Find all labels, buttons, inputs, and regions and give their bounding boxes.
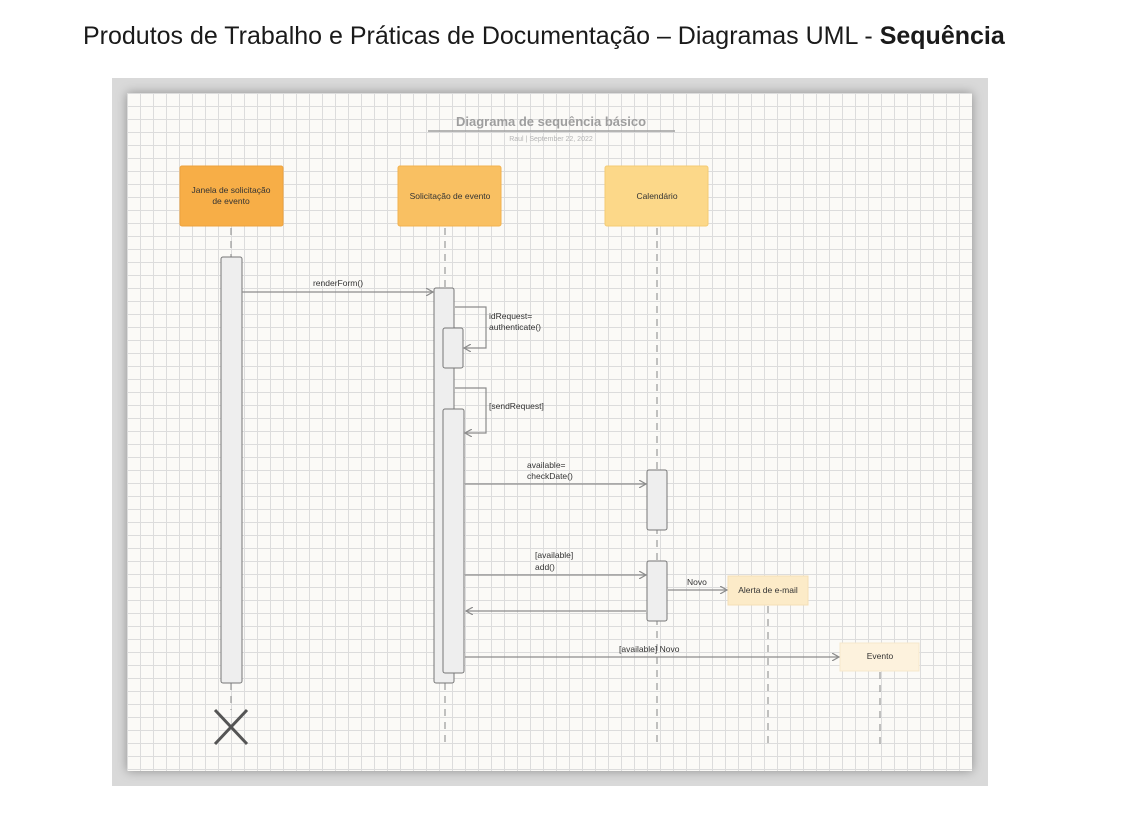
message-novo-label: Novo — [687, 577, 707, 587]
participant-alerta-label: Alerta de e-mail — [738, 585, 798, 595]
participant-evento-box — [839, 642, 920, 672]
participant-janela-box — [179, 165, 284, 227]
activation-calendario-check — [646, 469, 668, 531]
participant-janela-label-1: Janela de solicitação — [192, 185, 271, 195]
participant-janela-label-2: de evento — [212, 196, 250, 206]
message-renderform-label: renderForm() — [313, 278, 363, 288]
participant-evento-label: Evento — [867, 651, 894, 661]
activation-calendario-add — [646, 560, 668, 622]
message-add-label-2: add() — [535, 562, 555, 572]
message-checkdate-label-1: available= — [527, 460, 566, 470]
message-auth-selfcall — [455, 306, 487, 348]
message-evento-label: [available] Novo — [619, 644, 680, 654]
participant-calendario-box — [604, 165, 709, 227]
activation-solicitacao-send — [442, 408, 465, 674]
destroy-x-icon — [213, 708, 249, 746]
participant-calendario-label: Calendário — [636, 191, 677, 201]
activation-solicitacao-auth — [442, 327, 464, 369]
message-add-label-1: [available] — [535, 550, 573, 560]
activation-janela — [220, 256, 243, 684]
message-checkdate-label-2: checkDate() — [527, 471, 573, 481]
message-auth-label-2: authenticate() — [489, 322, 541, 332]
message-send-label: [sendRequest] — [489, 401, 544, 411]
diagram-subtitle: Raul | September 22, 2022 — [509, 136, 593, 143]
diagram-canvas — [127, 93, 972, 771]
diagram-title: Diagrama de sequência básico — [456, 114, 646, 129]
participant-solicitacao-box — [397, 165, 502, 227]
message-auth-label-1: idRequest= — [489, 311, 532, 321]
page-title: Produtos de Trabalho e Práticas de Docum… — [83, 22, 1005, 50]
participant-solicitacao-label: Solicitação de evento — [410, 191, 491, 201]
message-send-selfcall — [455, 387, 487, 433]
participant-alerta-box — [727, 575, 809, 606]
